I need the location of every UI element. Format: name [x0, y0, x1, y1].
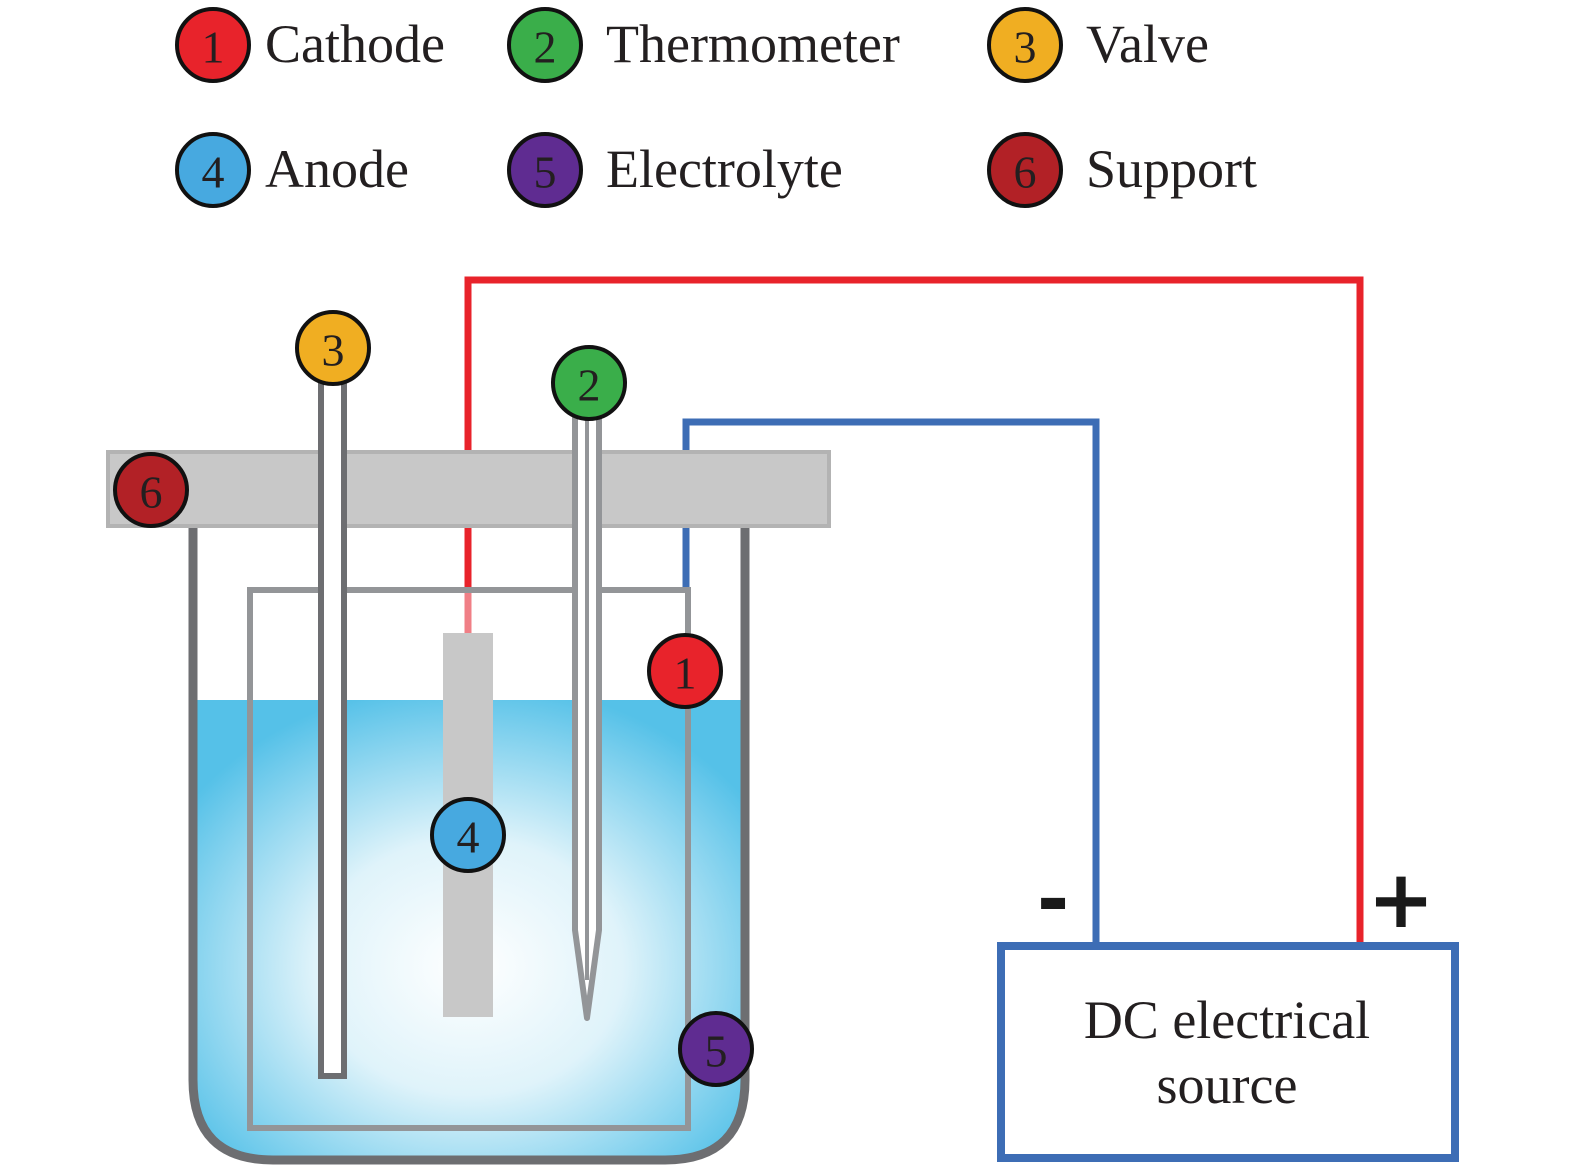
legend-label: Cathode [265, 14, 445, 74]
dc-source-label-line1: DC electrical [1084, 990, 1370, 1050]
legend-label: Support [1086, 139, 1257, 199]
svg-text:3: 3 [322, 325, 345, 376]
beaker-vessel [188, 528, 750, 1165]
legend-label: Electrolyte [606, 139, 843, 199]
badge-5 [507, 132, 583, 208]
svg-text:5: 5 [534, 147, 557, 198]
valve-tube [318, 373, 347, 1079]
support-bar [106, 450, 831, 528]
diagram-badge-electrolyte: 5 [678, 1011, 754, 1087]
diagram-badge-valve: 3 [295, 310, 371, 386]
legend-item-valve: 3 Valve [987, 7, 1209, 83]
legend-item-support: 6 Support [987, 132, 1257, 208]
svg-text:3: 3 [1014, 22, 1037, 73]
svg-text:4: 4 [202, 147, 225, 198]
svg-text:6: 6 [1014, 147, 1037, 198]
dc-source-label-line2: source [1157, 1055, 1298, 1115]
svg-text:1: 1 [674, 648, 697, 699]
thermometer [572, 409, 602, 1021]
svg-text:2: 2 [534, 22, 557, 73]
legend-item-thermometer: 2 Thermometer [507, 7, 900, 83]
badge-1 [175, 7, 251, 83]
svg-text:4: 4 [457, 812, 480, 863]
cathode-container [247, 587, 691, 1131]
diagram-badge-cathode: 1 [647, 633, 723, 709]
svg-text:5: 5 [705, 1026, 728, 1077]
diagram-badge-anode: 4 [430, 797, 506, 873]
svg-text:6: 6 [140, 467, 163, 518]
legend-item-electrolyte: 5 Electrolyte [507, 132, 843, 208]
legend-item-anode: 4 Anode [175, 132, 409, 208]
badge-6 [987, 132, 1063, 208]
badge-4 [175, 132, 251, 208]
positive-terminal-sign: + [1367, 853, 1434, 946]
negative-terminal-sign: - [1037, 855, 1069, 945]
legend-label: Thermometer [606, 14, 900, 74]
diagram-badge-thermometer: 2 [551, 345, 627, 421]
legend-label: Valve [1086, 14, 1209, 74]
svg-text:1: 1 [202, 22, 225, 73]
legend: 1 Cathode 2 Thermometer 3 Valve 4 Anode … [175, 7, 1257, 208]
badge-3 [987, 7, 1063, 83]
legend-item-cathode: 1 Cathode [175, 7, 445, 83]
legend-label: Anode [265, 139, 409, 199]
badge-2 [507, 7, 583, 83]
diagram-badge-support: 6 [113, 452, 189, 528]
dc-source-box [997, 942, 1459, 1162]
svg-text:2: 2 [578, 360, 601, 411]
